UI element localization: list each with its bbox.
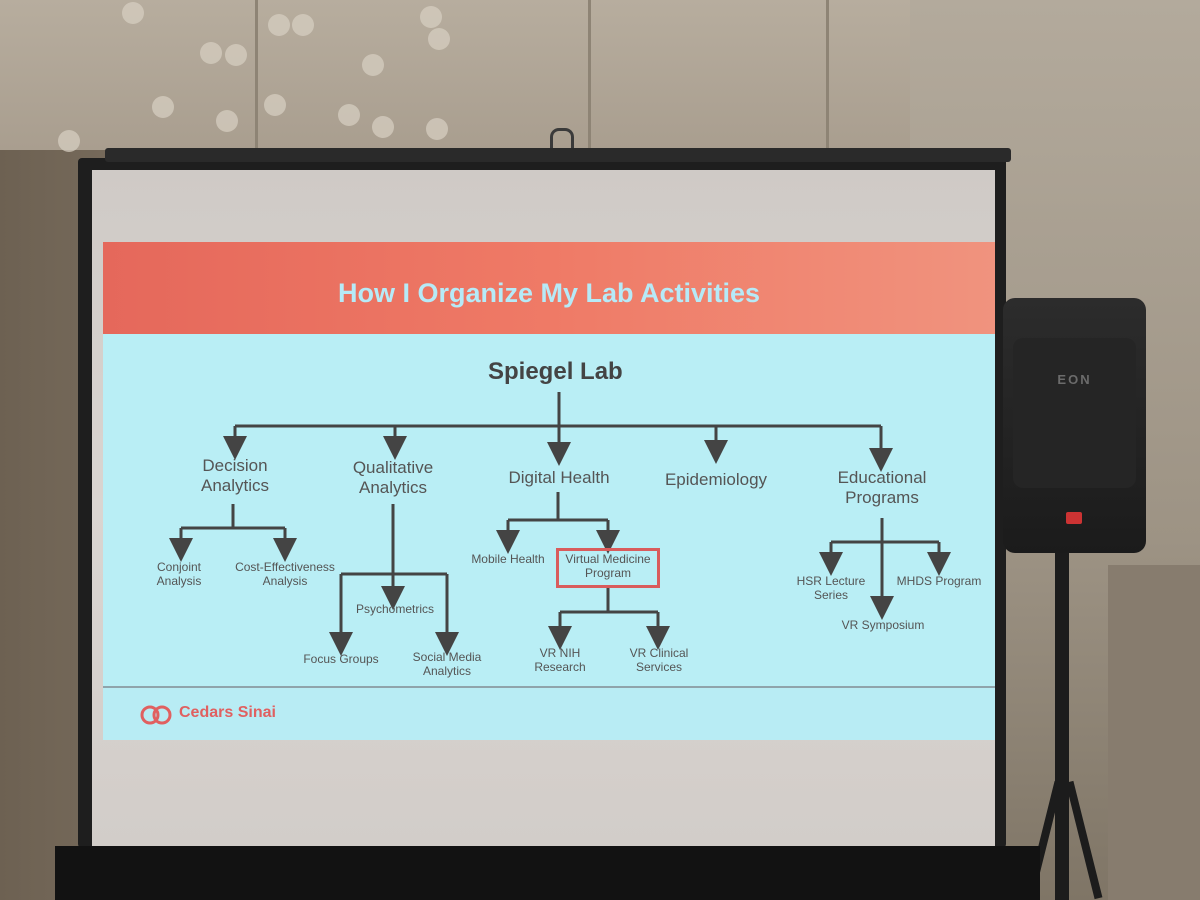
speaker-indicator-light (1066, 512, 1082, 524)
cedars-sinai-logo-icon (140, 705, 172, 725)
footer-divider (103, 686, 995, 688)
wall-dot (216, 110, 238, 132)
leaf-mobile-health: Mobile Health (471, 552, 545, 566)
wall-seam (588, 0, 591, 150)
wall-dot (372, 116, 394, 138)
wall-seam (826, 0, 829, 150)
wall-dot (264, 94, 286, 116)
leaf-cost-effectiveness-analysis: Cost-Effectiveness Analysis (235, 560, 335, 589)
virtual-medicine-highlight-box (556, 548, 660, 588)
branch-qualitative-analytics: Qualitative Analytics (352, 458, 434, 498)
slide-header: How I Organize My Lab Activities (103, 242, 995, 334)
leaf-conjoint-analysis: Conjoint Analysis (156, 560, 202, 589)
footer-logo-text: Cedars Sinai (179, 704, 276, 721)
leaf-social-media-analytics: Social Media Analytics (412, 650, 482, 679)
decision-connector (181, 504, 285, 530)
slide-footer: Cedars Sinai (103, 688, 995, 740)
leaf-focus-groups: Focus Groups (303, 652, 379, 666)
screen-base-shadow (55, 846, 1040, 900)
wall-dot (292, 14, 314, 36)
org-chart-lines (169, 392, 951, 656)
loudspeaker: EON (1003, 298, 1146, 553)
presentation-slide: How I Organize My Lab Activities (103, 242, 995, 740)
leaf-hsr-lecture-series: HSR Lecture Series (796, 574, 866, 603)
wall-dot (362, 54, 384, 76)
branch-decision-analytics: Decision Analytics (200, 456, 270, 496)
wall-dot (426, 118, 448, 140)
speaker-grill (1013, 338, 1136, 488)
slide-title: How I Organize My Lab Activities (337, 278, 761, 308)
speaker-brand-label: EON (1057, 372, 1092, 387)
wall-dot (200, 42, 222, 64)
leaf-virtual-medicine-program: Virtual Medicine Program (565, 552, 651, 581)
wall-dot (152, 96, 174, 118)
wall-dot (428, 28, 450, 50)
wall-dot (420, 6, 442, 28)
screen-top-bar (105, 148, 1011, 162)
wall-dot (58, 130, 80, 152)
branch-educational-programs: Educational Programs (837, 468, 927, 508)
digital-connector (508, 492, 608, 522)
virtual-medicine-connector (560, 588, 658, 614)
speaker-stand-pole (1055, 553, 1069, 900)
root-node-label: Spiegel Lab (488, 358, 623, 385)
wall-dot (268, 14, 290, 36)
screen-hook (550, 128, 574, 153)
leaf-vr-symposium: VR Symposium (841, 618, 925, 632)
leaf-psychometrics: Psychometrics (355, 602, 435, 616)
educational-connector (831, 518, 939, 544)
wall-dot (225, 44, 247, 66)
wall-seam (255, 0, 258, 150)
wall-dot (338, 104, 360, 126)
wall-dot (122, 2, 144, 24)
leaf-vr-nih-research: VR NIH Research (534, 646, 586, 675)
branch-digital-health: Digital Health (508, 468, 610, 487)
leaf-vr-clinical-services: VR Clinical Services (629, 646, 689, 675)
branch-epidemiology: Epidemiology (664, 470, 768, 489)
wall-box (1108, 565, 1200, 900)
leaf-mhds-program: MHDS Program (896, 574, 982, 588)
